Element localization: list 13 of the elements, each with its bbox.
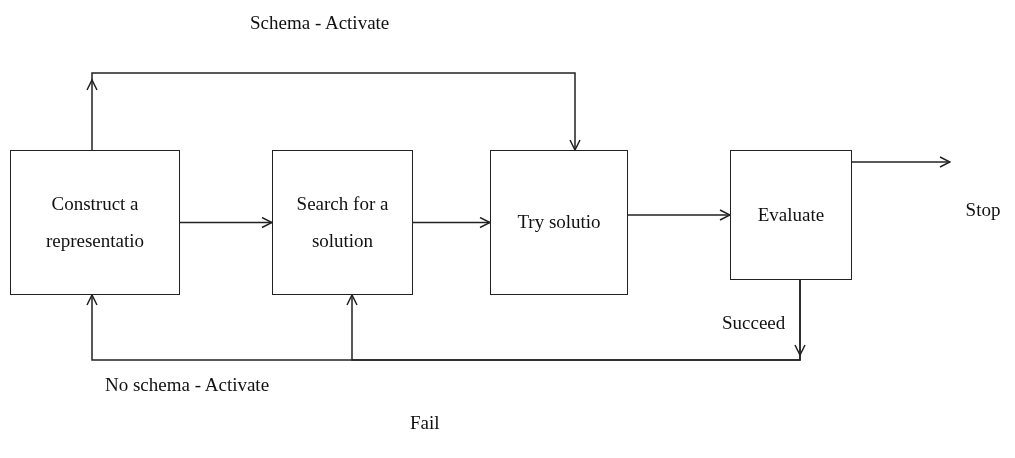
annotation-label: No schema - Activate bbox=[105, 374, 270, 396]
process-box bbox=[490, 150, 628, 295]
annotation-label: Succeed bbox=[722, 312, 786, 334]
annotation-label: Fail bbox=[410, 412, 440, 434]
process-box bbox=[10, 150, 180, 295]
process-box bbox=[730, 150, 852, 280]
box-label: Evaluate bbox=[757, 202, 825, 227]
box-label: Try solutio bbox=[517, 210, 601, 235]
box-label: Construct a representatio bbox=[44, 192, 146, 253]
process-box bbox=[272, 150, 413, 295]
end-label: Stop bbox=[965, 197, 1001, 222]
box-label: Search for a solution bbox=[295, 192, 390, 253]
edge-label: Schema - Activate bbox=[250, 12, 390, 34]
